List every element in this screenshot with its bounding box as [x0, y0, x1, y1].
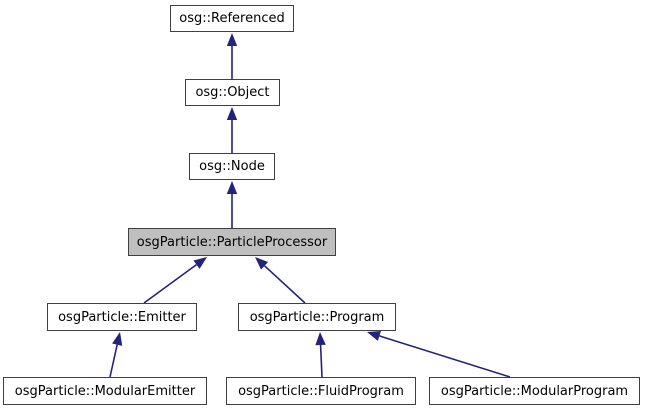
- arrowhead-icon: [112, 332, 123, 346]
- inheritance-edge: [226, 33, 238, 79]
- class-node-program[interactable]: osgParticle::Program: [238, 303, 396, 331]
- class-node-referenced[interactable]: osg::Referenced: [170, 5, 294, 32]
- class-node-label: osg::Node: [199, 159, 265, 174]
- class-node-label: osgParticle::ModularProgram: [440, 383, 629, 399]
- arrowhead-icon: [315, 332, 326, 346]
- class-node-label: osg::Referenced: [179, 11, 285, 26]
- inheritance-edge: [367, 330, 511, 378]
- inheritance-edge: [109, 332, 123, 378]
- class-node-label: osgParticle::ModularEmitter: [14, 383, 196, 399]
- class-node-label: osgParticle::Program: [249, 309, 385, 325]
- class-node-label: osg::Object: [195, 85, 270, 100]
- arrowhead-icon: [226, 181, 238, 194]
- edge-line: [319, 344, 323, 378]
- class-node-modularemitter[interactable]: osgParticle::ModularEmitter: [3, 377, 207, 405]
- class-node-fluidprogram[interactable]: osgParticle::FluidProgram: [226, 377, 416, 405]
- class-node-label: osgParticle::ParticleProcessor: [136, 234, 328, 250]
- class-node-emitter[interactable]: osgParticle::Emitter: [47, 303, 197, 331]
- class-node-particleprocessor[interactable]: osgParticle::ParticleProcessor: [128, 228, 336, 256]
- arrowhead-icon: [367, 330, 381, 341]
- class-node-label: osgParticle::FluidProgram: [238, 383, 404, 399]
- class-node-node[interactable]: osg::Node: [189, 153, 275, 180]
- arrowhead-icon: [255, 257, 269, 270]
- inheritance-edge: [226, 181, 238, 228]
- inheritance-edge: [226, 107, 238, 153]
- class-node-object[interactable]: osg::Object: [185, 79, 280, 106]
- inheritance-edge: [315, 332, 326, 378]
- arrowhead-icon: [193, 257, 207, 269]
- inheritance-edge: [255, 257, 306, 304]
- edge-line: [109, 344, 118, 378]
- edge-line: [143, 264, 197, 304]
- class-node-label: osgParticle::Emitter: [58, 309, 186, 325]
- inheritance-edge: [143, 257, 207, 304]
- edge-line: [264, 265, 306, 304]
- arrowhead-icon: [226, 33, 238, 46]
- class-node-modularprogram[interactable]: osgParticle::ModularProgram: [429, 377, 640, 405]
- edge-line: [379, 335, 511, 378]
- arrowhead-icon: [226, 107, 238, 120]
